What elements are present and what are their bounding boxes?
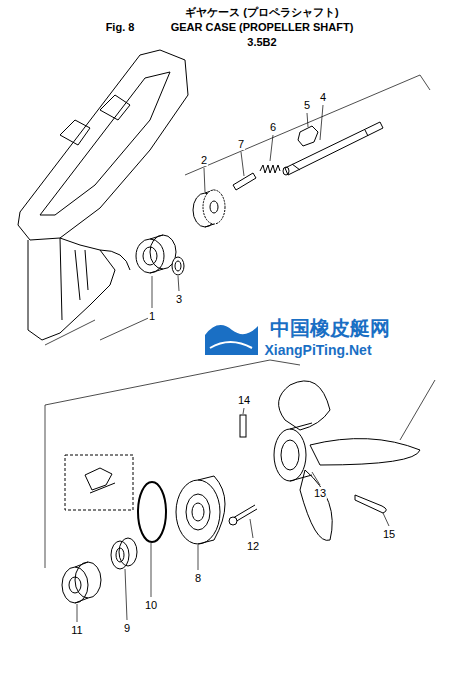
callout-number: 15 (382, 528, 396, 540)
figure-number: Fig. 8 (106, 21, 135, 33)
callout-number: 14 (237, 394, 251, 406)
callout-number: 5 (303, 99, 311, 111)
callout-number: 7 (237, 138, 245, 150)
callout-number: 6 (269, 121, 277, 133)
title-jp: ギヤケース (プロペラシャフト) (185, 5, 338, 20)
callout-number: 12 (246, 540, 260, 552)
callout-number: 3 (175, 293, 183, 305)
callout-number: 11 (70, 624, 83, 636)
callout-number: 2 (200, 154, 208, 166)
callout-number: 1 (148, 310, 156, 322)
callout-number: 10 (144, 599, 158, 611)
diagram-title: GEAR CASE (PROPELLER SHAFT) (171, 21, 354, 33)
callout-number: 13 (313, 487, 327, 499)
watermark: 中国橡皮艇网 (270, 315, 390, 342)
callout-number: 4 (319, 91, 327, 103)
callout-number: 8 (194, 572, 202, 584)
watermark: XiangPiTing.Net (264, 342, 371, 358)
model-code: 3.5B2 (247, 36, 276, 48)
callout-number: 9 (123, 622, 131, 634)
